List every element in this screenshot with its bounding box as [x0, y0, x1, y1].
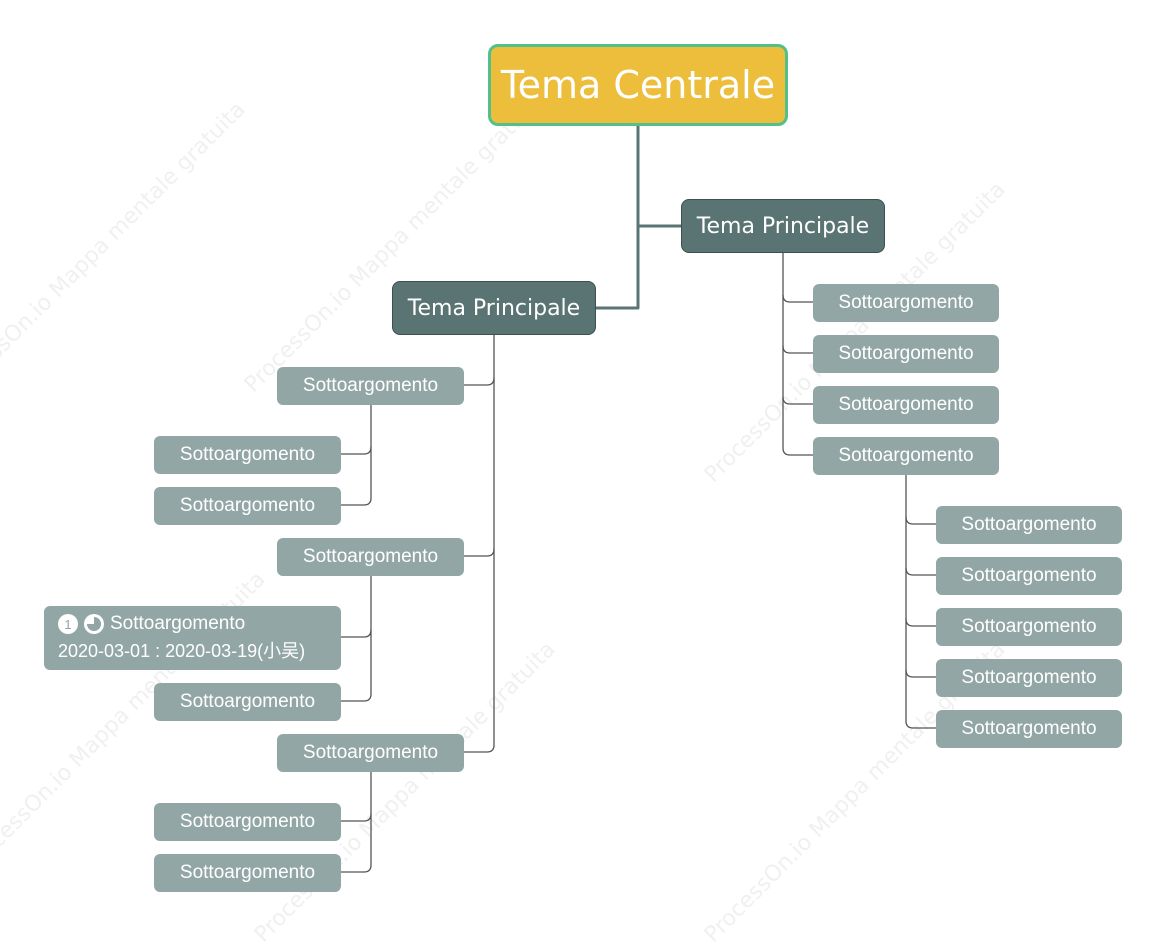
task-dates: 2020-03-01 : 2020-03-19(小吴) — [58, 641, 306, 661]
subtopic[interactable]: Sottoargomento — [277, 367, 464, 405]
subtopic[interactable]: Sottoargomento — [154, 436, 341, 474]
subtopic[interactable]: Sottoargomento — [154, 683, 341, 721]
connector — [340, 813, 372, 873]
subtopic-label: Sottoargomento — [302, 742, 439, 763]
connector — [594, 123, 640, 310]
subtopic[interactable]: Sottoargomento — [277, 734, 464, 772]
task-header: 1 Sottoargomento — [58, 613, 245, 635]
connector — [340, 771, 372, 822]
subtopic-label: Sottoargomento — [961, 667, 1097, 688]
subtopic-label: Sottoargomento — [838, 445, 974, 466]
subtopic-label: Sottoargomento — [179, 495, 316, 516]
main-topic-right[interactable]: Tema Principale — [681, 199, 885, 253]
connector — [340, 446, 372, 506]
subtopic-label: Sottoargomento — [179, 811, 316, 832]
subtopic[interactable]: Sottoargomento — [936, 557, 1122, 595]
connector — [905, 474, 937, 525]
subtopic-label: Sottoargomento — [179, 862, 316, 883]
connector — [905, 516, 937, 576]
main-topic-label: Tema Principale — [696, 213, 870, 239]
subtopic[interactable]: Sottoargomento — [936, 608, 1122, 646]
subtopic[interactable]: Sottoargomento — [936, 710, 1122, 748]
connector — [463, 377, 495, 557]
connector — [340, 404, 372, 455]
subtopic-label: Sottoargomento — [302, 546, 439, 567]
connector — [905, 567, 937, 627]
connector — [340, 575, 372, 638]
subtopic[interactable]: Sottoargomento — [813, 437, 999, 475]
subtopic-label: Sottoargomento — [110, 613, 246, 634]
subtopic-label: Sottoargomento — [838, 292, 974, 313]
connector — [782, 252, 814, 303]
main-topic-left[interactable]: Tema Principale — [392, 281, 596, 335]
connector — [782, 294, 814, 354]
subtopic[interactable]: Sottoargomento — [813, 386, 999, 424]
subtopic-label: Sottoargomento — [961, 565, 1097, 586]
subtopic-label: Sottoargomento — [961, 718, 1097, 739]
subtopic-label: Sottoargomento — [179, 444, 316, 465]
subtopic-label: Sottoargomento — [838, 343, 974, 364]
subtopic-label: Sottoargomento — [961, 616, 1097, 637]
connector — [782, 345, 814, 405]
subtopic[interactable]: Sottoargomento — [154, 854, 341, 892]
subtopic[interactable]: Sottoargomento — [154, 487, 341, 525]
subtopic[interactable]: Sottoargomento — [813, 335, 999, 373]
subtopic-label: Sottoargomento — [838, 394, 974, 415]
subtopic-with-task[interactable]: 1 Sottoargomento 2020-03-01 : 2020-03-19… — [44, 606, 341, 670]
subtopic[interactable]: Sottoargomento — [936, 659, 1122, 697]
subtopic-label: Sottoargomento — [961, 514, 1097, 535]
subtopic-label: Sottoargomento — [302, 375, 439, 396]
subtopic-label: Sottoargomento — [179, 691, 316, 712]
connector — [905, 669, 937, 729]
subtopic[interactable]: Sottoargomento — [936, 506, 1122, 544]
connector — [905, 618, 937, 678]
subtopic[interactable]: Sottoargomento — [813, 284, 999, 322]
central-topic-label: Tema Centrale — [500, 63, 776, 107]
connector — [340, 629, 372, 702]
connector — [463, 548, 495, 753]
connector — [782, 396, 814, 456]
main-topic-label: Tema Principale — [407, 295, 581, 321]
subtopic[interactable]: Sottoargomento — [154, 803, 341, 841]
subtopic[interactable]: Sottoargomento — [277, 538, 464, 576]
central-topic[interactable]: Tema Centrale — [488, 44, 788, 126]
connector — [463, 334, 495, 386]
pie-progress-icon — [84, 614, 104, 634]
priority-1-icon: 1 — [58, 614, 78, 634]
